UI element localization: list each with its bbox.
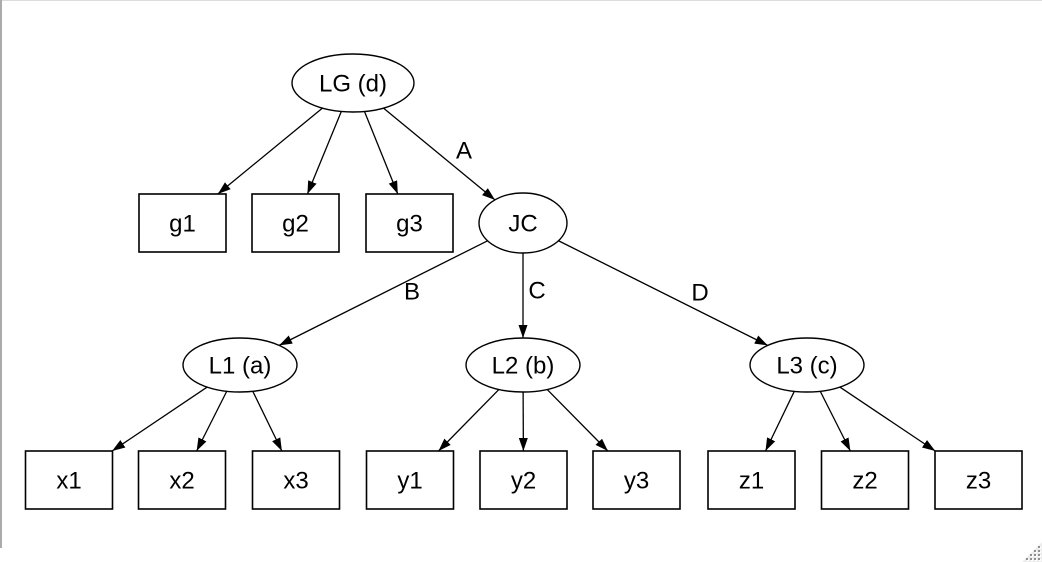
edges-layer: [111, 107, 936, 452]
node-x3: [251, 450, 341, 510]
node-LG: [291, 53, 415, 113]
edge-LG-JC: [383, 107, 496, 201]
node-label-z1: z1: [739, 468, 764, 495]
edge-LG-g1: [217, 107, 323, 195]
edge-LG-g2: [306, 111, 342, 195]
grip-dot: [1026, 558, 1028, 560]
node-label-JC: JC: [508, 211, 537, 238]
node-label-g2: g2: [282, 211, 309, 238]
grip-dot: [1030, 554, 1032, 556]
node-JC: [478, 192, 568, 254]
nodes-layer: LG (d) JC L1 (a) L2 (b) L3 (c) g1 g2 g3 x1 x2 x3 y1…: [24, 53, 1023, 510]
window-top-border: [0, 0, 1042, 1]
node-label-y1: y1: [397, 468, 422, 495]
grip-dot: [1034, 558, 1036, 560]
edge-label-JC-L3: D: [691, 280, 708, 307]
node-y3: [592, 450, 681, 510]
node-label-x3: x3: [283, 468, 308, 495]
grip-dot: [1038, 546, 1040, 548]
edge-JC-L3: [558, 240, 769, 346]
node-label-y3: y3: [624, 468, 649, 495]
grip-dot: [1038, 554, 1040, 556]
edge-L3-z2: [819, 390, 851, 452]
edge-JC-L1: [278, 240, 488, 346]
node-label-L3: L3 (c): [776, 353, 837, 380]
edge-label-LG-JC: A: [456, 138, 472, 165]
node-z3: [934, 450, 1023, 510]
node-y2: [479, 450, 568, 510]
edge-L1-x1: [111, 386, 208, 452]
node-label-y2: y2: [511, 468, 536, 495]
edge-L2-y1: [438, 389, 500, 452]
node-label-z3: z3: [966, 468, 991, 495]
node-label-g3: g3: [396, 211, 423, 238]
grip-dot: [1038, 558, 1040, 560]
edge-label-JC-L2: C: [528, 278, 545, 305]
grip-dot: [1034, 550, 1036, 552]
node-g1: [138, 193, 227, 253]
node-L1: [182, 337, 298, 393]
node-L2: [465, 337, 581, 393]
edge-L3-z3: [839, 386, 936, 452]
node-g3: [365, 193, 454, 253]
node-x2: [137, 450, 227, 510]
node-label-x1: x1: [56, 468, 81, 495]
node-x1: [24, 450, 114, 510]
edge-L3-z1: [764, 391, 795, 452]
grip-dot: [1034, 554, 1036, 556]
node-z2: [820, 450, 910, 510]
resize-grip-icon[interactable]: [1020, 540, 1042, 562]
edge-L1-x3: [252, 391, 283, 452]
edge-labels-layer: A B C D: [404, 138, 709, 307]
node-g2: [251, 193, 340, 253]
grip-dot: [1038, 550, 1040, 552]
node-label-x2: x2: [169, 468, 194, 495]
node-label-L1: L1 (a): [209, 353, 272, 380]
node-L3: [749, 337, 865, 393]
edge-L2-y3: [546, 389, 609, 452]
node-label-L2: L2 (b): [492, 353, 555, 380]
node-z1: [707, 450, 796, 510]
grip-dot: [1030, 558, 1032, 560]
edge-LG-g3: [363, 111, 399, 195]
node-label-z2: z2: [852, 468, 877, 495]
node-y1: [365, 450, 455, 510]
edge-L1-x2: [196, 390, 228, 452]
node-label-g1: g1: [169, 211, 196, 238]
node-label-LG: LG (d): [319, 71, 387, 98]
window-left-border: [0, 0, 2, 548]
edge-label-JC-L1: B: [404, 279, 420, 306]
